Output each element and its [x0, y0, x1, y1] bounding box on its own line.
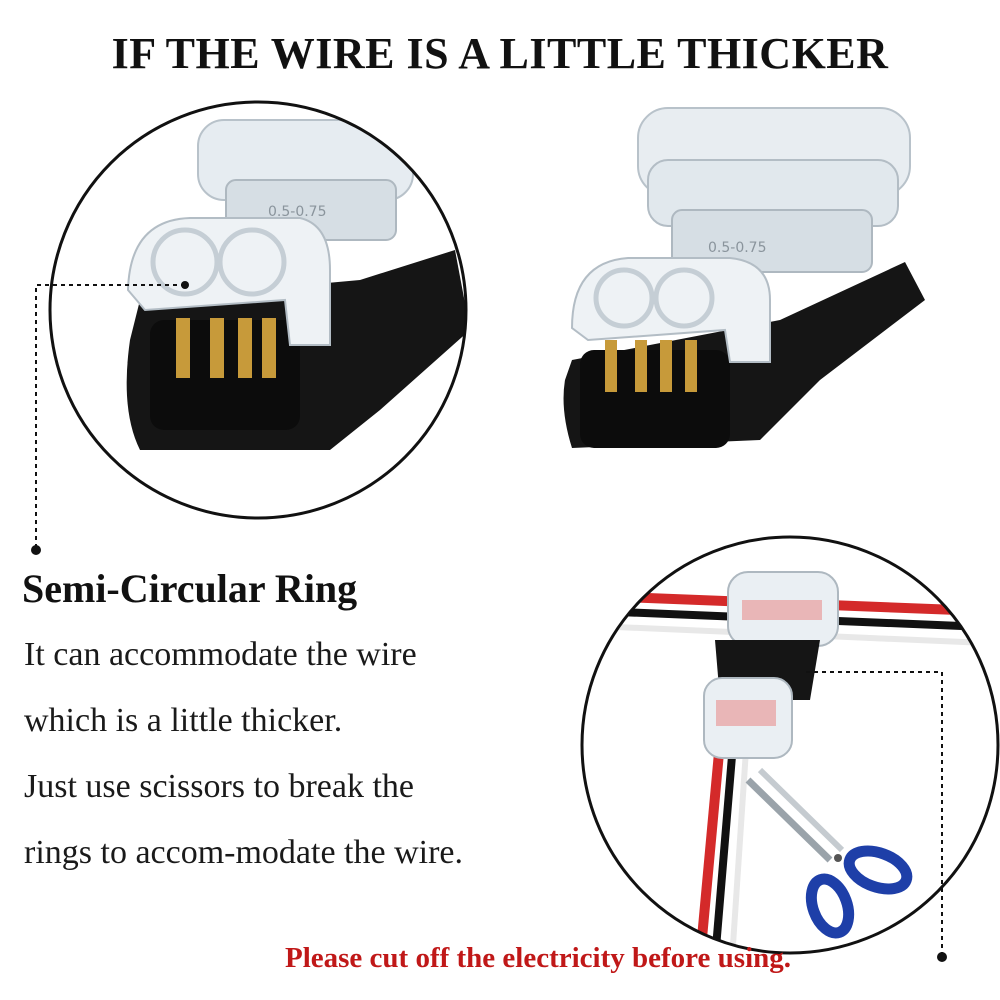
closeup-connector-circle: 0.5-0.75 [48, 100, 468, 520]
feature-description-line-1: It can accommodate the wire [24, 636, 417, 673]
svg-text:0.5-0.75: 0.5-0.75 [268, 204, 327, 220]
feature-description-line-3: Just use scissors to break the [24, 768, 415, 805]
warning-callout-line [806, 671, 947, 962]
safety-warning: Please cut off the electricity before us… [285, 942, 791, 974]
svg-text:0.5-0.75: 0.5-0.75 [708, 240, 767, 256]
wiring-demo-circle [580, 535, 1000, 955]
feature-description-line-2: which is a little thicker. [24, 702, 343, 739]
feature-title: Semi-Circular Ring [22, 566, 358, 611]
feature-description-line-4: rings to accom-modate the wire. [24, 834, 464, 871]
headline: IF THE WIRE IS A LITTLE THICKER [111, 29, 889, 78]
ring-callout-line [31, 284, 185, 555]
connector-product: 0.5-0.75 [563, 107, 925, 448]
